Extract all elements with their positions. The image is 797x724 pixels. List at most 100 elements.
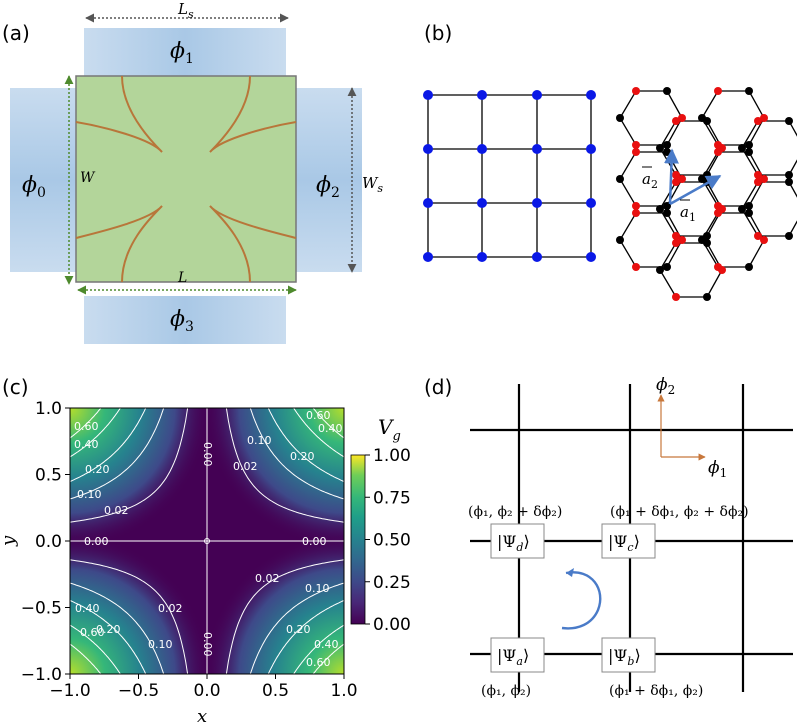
hex-site — [616, 236, 624, 244]
clabel-axis-top: 0.00 — [201, 442, 214, 467]
contour-lines — [70, 408, 344, 674]
heatmap-image — [70, 408, 344, 674]
panel-b: (b) a1 a2 — [423, 21, 797, 301]
clabel-tl-060: 0.60 — [74, 420, 99, 433]
square-site — [532, 90, 542, 100]
state-c: |Ψc⟩ — [601, 523, 656, 559]
hex-site — [632, 141, 640, 149]
hex-site — [714, 87, 722, 95]
hex-site — [785, 117, 793, 125]
hex-site — [738, 205, 746, 213]
hex-site — [656, 266, 664, 274]
lattice-vector-a1 — [669, 174, 722, 206]
panel-d: (d) ϕ1 ϕ2 |Ψd⟩ |Ψc⟩ |Ψa⟩ |Ψb⟩ — [424, 375, 793, 699]
square-site — [423, 90, 433, 100]
phi1-axis-label: ϕ1 — [708, 458, 727, 480]
hex-site — [616, 114, 624, 122]
contour-level-line — [70, 582, 165, 674]
lead-left — [10, 88, 76, 272]
contour-level-line — [70, 408, 165, 500]
hex-site — [632, 263, 640, 271]
ws-label: Ws — [362, 174, 383, 195]
coord-a: (ϕ₁, ϕ₂) — [481, 683, 531, 699]
equipotential-contours — [75, 75, 297, 283]
contour-level-line — [70, 408, 189, 523]
contour-level-line — [312, 408, 344, 439]
colorbar-tick-label: 0.00 — [373, 615, 411, 635]
square-site — [423, 144, 433, 154]
y-tick-label: −0.5 — [21, 599, 62, 619]
clabel-bl-010: 0.10 — [148, 638, 173, 651]
coord-b: (ϕ₁ + δϕ₁, ϕ₂) — [609, 683, 703, 699]
phi0-label: ϕ0 — [22, 173, 46, 201]
clabel-bl-040: 0.40 — [75, 602, 100, 615]
clabel-br-040: 0.40 — [314, 638, 339, 651]
square-site — [423, 252, 433, 262]
hex-site — [714, 148, 722, 156]
phi3-label: ϕ3 — [170, 307, 194, 335]
clabel-tr-002: 0.02 — [233, 460, 258, 473]
hex-bond — [619, 117, 637, 146]
y-tick-label: 1.0 — [35, 399, 62, 419]
hex-site — [760, 114, 768, 122]
clabel-tl-040: 0.40 — [74, 438, 99, 451]
hex-site — [745, 209, 753, 217]
saddle-point-marker — [204, 538, 210, 544]
hex-site — [714, 141, 722, 149]
contour-level-line — [267, 408, 344, 482]
hex-site — [663, 209, 671, 217]
hex-site — [754, 178, 762, 186]
w-label: W — [80, 170, 96, 186]
colorbar — [350, 454, 366, 625]
colorbar-tick-label: 0.75 — [373, 488, 411, 508]
coord-c: (ϕ₁ + δϕ₁, ϕ₂ + δϕ₂) — [610, 504, 749, 520]
contour-level-line — [70, 408, 147, 482]
hex-site — [656, 144, 664, 152]
hex-site — [745, 148, 753, 156]
hex-site — [754, 232, 762, 240]
square-site — [532, 144, 542, 154]
panel-d-letter: (d) — [424, 375, 452, 399]
clabel-tr-020: 0.20 — [290, 450, 315, 463]
hex-site — [745, 263, 753, 271]
contour-top-left — [75, 75, 163, 153]
state-a-ket: |Ψa⟩ — [497, 646, 529, 668]
a2-label: a2 — [642, 170, 658, 191]
hex-site — [678, 175, 686, 183]
hex-site — [718, 266, 726, 274]
square-site — [586, 144, 596, 154]
phi2-label: ϕ2 — [316, 173, 340, 201]
phi2-axis-label: ϕ2 — [656, 375, 675, 397]
hex-bond — [788, 120, 797, 137]
clabel-axis-bottom: 0.00 — [201, 632, 214, 657]
hex-site — [672, 178, 680, 186]
sample-region — [75, 75, 297, 283]
hex-site — [703, 293, 711, 301]
clabel-tr-060: 0.60 — [306, 409, 331, 422]
contour-level-line — [225, 559, 344, 674]
square-site — [423, 198, 433, 208]
hex-bond — [619, 212, 637, 241]
hex-bond — [741, 147, 759, 176]
honeycomb-lattice — [616, 87, 797, 301]
panel-b-letter: (b) — [424, 21, 452, 45]
state-d: |Ψd⟩ — [490, 523, 545, 559]
lead-top — [84, 28, 286, 76]
hex-site — [656, 205, 664, 213]
x-tick-label: −0.5 — [118, 681, 159, 701]
hex-bond — [741, 120, 759, 149]
coord-d: (ϕ₁, ϕ₂ + δϕ₂) — [468, 504, 562, 520]
square-site — [477, 144, 487, 154]
hex-site — [632, 209, 640, 217]
hex-site — [663, 141, 671, 149]
square-site — [532, 198, 542, 208]
contour-level-line — [70, 624, 121, 674]
contour-labels: 0.60 0.40 0.20 0.10 0.02 0.60 0.40 0.20 … — [74, 409, 343, 669]
state-c-ket: |Ψc⟩ — [608, 532, 640, 554]
hex-site — [745, 141, 753, 149]
state-d-ket: |Ψd⟩ — [497, 532, 530, 554]
clabel-br-020: 0.20 — [286, 623, 311, 636]
hex-site — [745, 87, 753, 95]
loop-path — [561, 571, 602, 630]
